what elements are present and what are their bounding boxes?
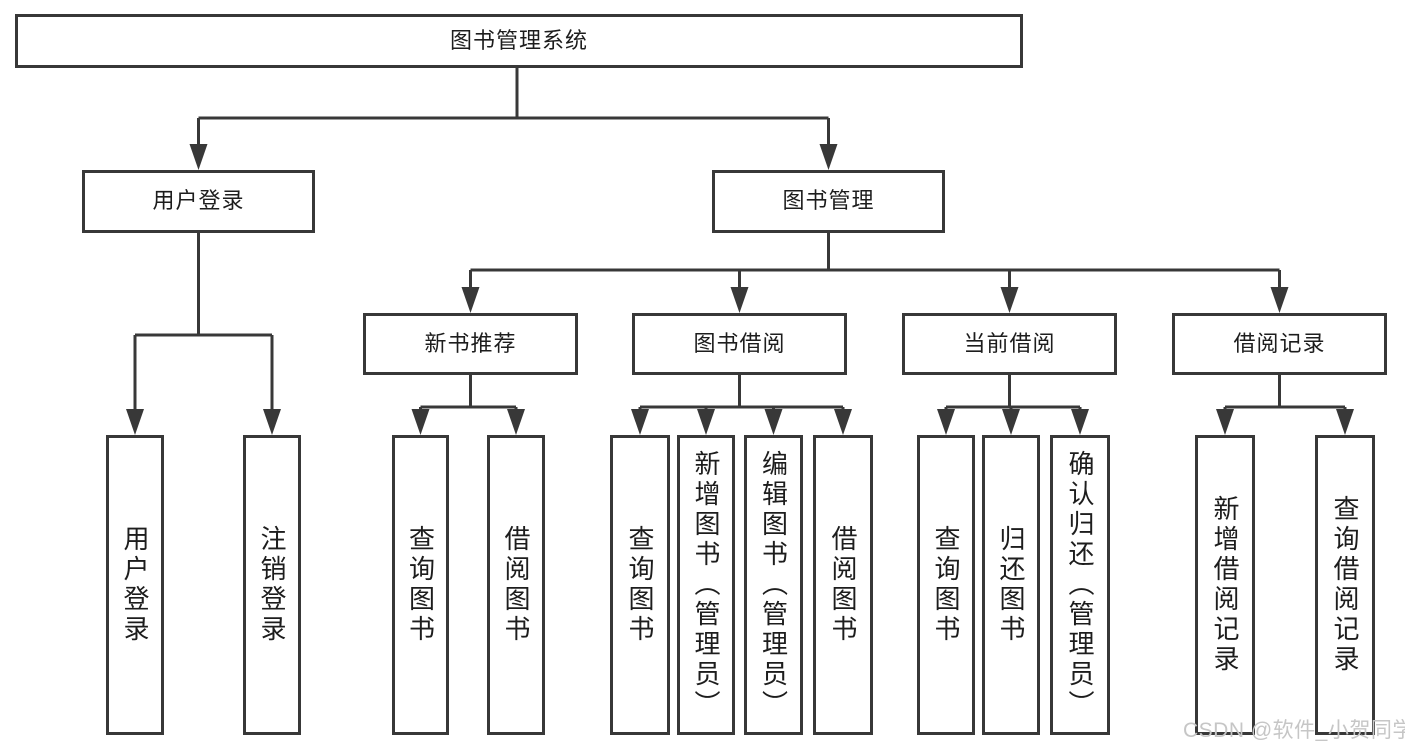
edge-userlogin-to-leaves xyxy=(126,233,281,435)
node-new-book-recommend: 新书推荐 xyxy=(363,313,578,375)
arrowhead xyxy=(263,409,281,435)
arrowhead xyxy=(1336,409,1354,435)
node-current-borrow: 当前借阅 xyxy=(902,313,1117,375)
leaf-borrow-books: 借阅图书 xyxy=(813,435,873,735)
leaf-query-books-current: 查询图书 xyxy=(917,435,975,735)
edge-newbooks-to-leaves xyxy=(411,375,525,435)
leaf-user-login: 用户登录 xyxy=(106,435,164,735)
leaf-add-borrow-record: 新增借阅记录 xyxy=(1195,435,1255,735)
arrowhead xyxy=(631,409,649,435)
arrowhead xyxy=(1002,409,1020,435)
leaf-confirm-return-admin: 确认归还（管理员） xyxy=(1050,435,1110,735)
watermark-text: CSDN @软件_小贺同学 xyxy=(1183,719,1405,742)
leaf-logout: 注销登录 xyxy=(243,435,301,735)
arrowhead xyxy=(764,409,783,435)
edge-currentborrow-to-leaves xyxy=(937,375,1089,435)
arrowhead xyxy=(834,409,852,435)
leaf-query-books-borrow: 查询图书 xyxy=(610,435,670,735)
arrowhead xyxy=(937,409,955,435)
node-root: 图书管理系统 xyxy=(15,14,1023,68)
arrowhead xyxy=(1216,409,1234,435)
leaf-return-book: 归还图书 xyxy=(982,435,1040,735)
leaf-query-books-recommend: 查询图书 xyxy=(392,435,449,735)
node-borrow-records: 借阅记录 xyxy=(1172,313,1387,375)
leaf-edit-book-admin: 编辑图书（管理员） xyxy=(744,435,803,735)
edge-root-to-level2 xyxy=(189,68,838,170)
node-book-management: 图书管理 xyxy=(712,170,945,233)
arrowhead xyxy=(1270,287,1289,313)
leaf-borrow-books-recommend: 借阅图书 xyxy=(487,435,545,735)
arrowhead xyxy=(461,287,480,313)
arrowhead xyxy=(1071,409,1089,435)
leaf-query-borrow-record: 查询借阅记录 xyxy=(1315,435,1375,735)
arrowhead xyxy=(697,409,715,435)
leaf-add-book-admin: 新增图书（管理员） xyxy=(677,435,735,735)
arrowhead xyxy=(126,409,144,435)
arrowhead xyxy=(411,409,430,435)
arrowhead xyxy=(507,409,525,435)
arrowhead xyxy=(819,144,838,170)
edge-bookborrow-to-leaves xyxy=(631,375,852,435)
arrowhead xyxy=(1000,287,1019,313)
node-book-borrow: 图书借阅 xyxy=(632,313,847,375)
node-user-login: 用户登录 xyxy=(82,170,315,233)
edge-bookmgmt-to-level3 xyxy=(461,233,1289,313)
arrowhead xyxy=(730,287,749,313)
arrowhead xyxy=(189,144,208,170)
edge-borrowrecords-to-leaves xyxy=(1216,375,1354,435)
